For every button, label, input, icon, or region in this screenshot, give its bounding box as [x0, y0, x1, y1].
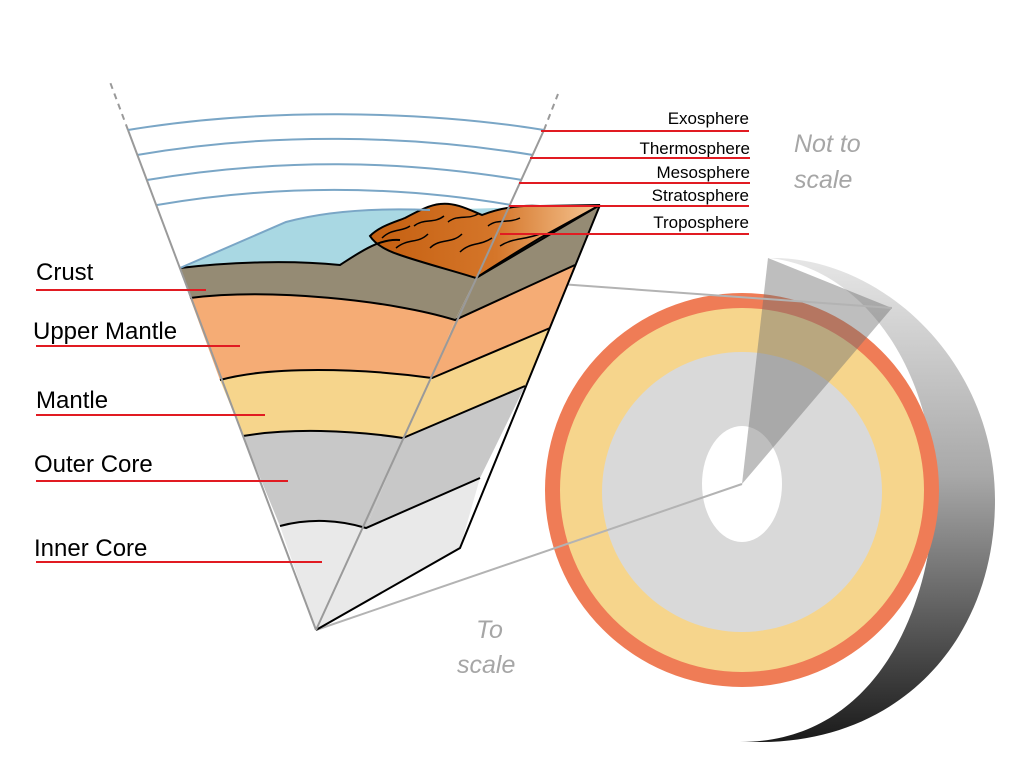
mantle-label: Mantle — [36, 387, 108, 414]
ocean-surface — [179, 208, 431, 269]
earth-sphere-cutaway — [315, 257, 995, 742]
label-crust: Crust — [36, 259, 206, 291]
not-to-scale-line-2: scale — [794, 166, 852, 194]
wedge-dashed-left — [109, 81, 129, 131]
to-scale-line-2: scale — [457, 651, 515, 679]
sphere-side — [740, 257, 995, 742]
troposphere-label: Troposphere — [653, 213, 749, 232]
label-mantle: Mantle — [36, 387, 265, 416]
not-to-scale-line-1: Not to — [794, 130, 861, 158]
to-scale-note: To scale — [457, 616, 515, 679]
exosphere-label: Exosphere — [668, 109, 749, 128]
outer-core-label: Outer Core — [34, 451, 153, 478]
layer-labels: Crust Upper Mantle Mantle Outer Core Inn… — [33, 259, 322, 563]
mesosphere-label: Mesosphere — [656, 163, 750, 182]
inner-core-label: Inner Core — [34, 535, 147, 562]
thermosphere-label: Thermosphere — [639, 139, 750, 158]
upper-mantle-label: Upper Mantle — [33, 318, 177, 345]
earth-wedge — [109, 81, 601, 631]
atmosphere-arcs — [127, 113, 545, 206]
wedge-left-face — [180, 239, 476, 630]
label-outer-core: Outer Core — [34, 451, 288, 482]
sphere-wedge-highlight — [742, 258, 892, 484]
stratosphere-label: Stratosphere — [652, 186, 749, 205]
wedge-left-edge — [127, 129, 317, 631]
to-scale-line-1: To — [476, 616, 503, 644]
crust-label: Crust — [36, 259, 94, 286]
atmosphere-labels: Exosphere Thermosphere Mesosphere Strato… — [500, 109, 750, 235]
mountain-ridges — [381, 213, 541, 253]
wedge-right-edge — [315, 129, 545, 631]
wedge-dashed-right — [543, 93, 559, 131]
layer-boundaries — [179, 204, 601, 631]
projection-line-bottom — [315, 483, 743, 631]
label-upper-mantle: Upper Mantle — [33, 318, 240, 347]
label-inner-core: Inner Core — [34, 535, 322, 563]
not-to-scale-note: Not to scale — [794, 130, 861, 194]
